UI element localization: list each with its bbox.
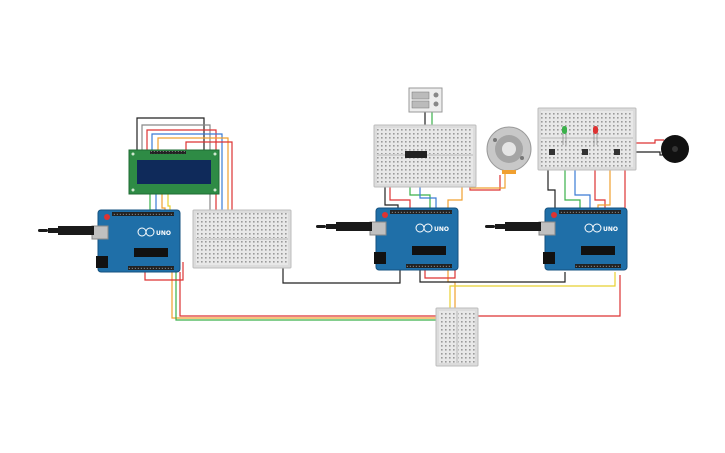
button-1 [549,149,555,155]
breadboard-2 [373,124,477,188]
uno-label: UNO [603,226,618,233]
arduino-uno-3: UNO [538,207,628,271]
wire-buzzer-black [634,151,664,156]
wire-lcd-orange [157,137,229,215]
servo-motor [486,126,532,174]
wire-buzzer-red [634,139,664,144]
ic-chip [405,151,427,158]
wire-black-gnd-1 [282,265,401,284]
temperature-humidity-module [408,87,443,113]
wire-red-gnd [424,268,456,279]
arduino-uno-1: UNO [91,209,181,273]
wire-orange-bus [171,272,456,319]
breadboard-3 [537,107,637,171]
wire-red-uno1 [144,262,184,281]
wire-servo-orange [470,172,506,189]
uno-label: UNO [156,230,171,237]
green-led [562,126,567,145]
wire-yellow-bus [449,272,616,318]
piezo-buzzer [661,135,689,163]
wire-orange-bus-2 [447,270,456,310]
breadboard-4 [435,307,479,367]
wire-bb3-blue [574,158,591,212]
button-2 [582,149,588,155]
wire-bb3-green [564,155,581,212]
breadboard-1 [192,209,292,269]
button-3 [614,149,620,155]
wire-black-gnd-2 [419,268,566,283]
lcd-16x2-display [128,149,220,195]
wire-green-bus [175,272,451,321]
uno-label: UNO [434,226,449,233]
usb-cable-2 [316,222,372,231]
wire-lcd-blue [151,133,223,220]
red-led [593,126,598,145]
wire-red-bus [179,272,621,317]
wire-bb3-red [594,160,606,212]
usb-cable-1 [38,226,94,235]
wire-bb3-black [547,170,556,212]
wires [136,112,664,321]
usb-cable-3 [485,222,541,231]
arduino-uno-2: UNO [369,207,459,271]
